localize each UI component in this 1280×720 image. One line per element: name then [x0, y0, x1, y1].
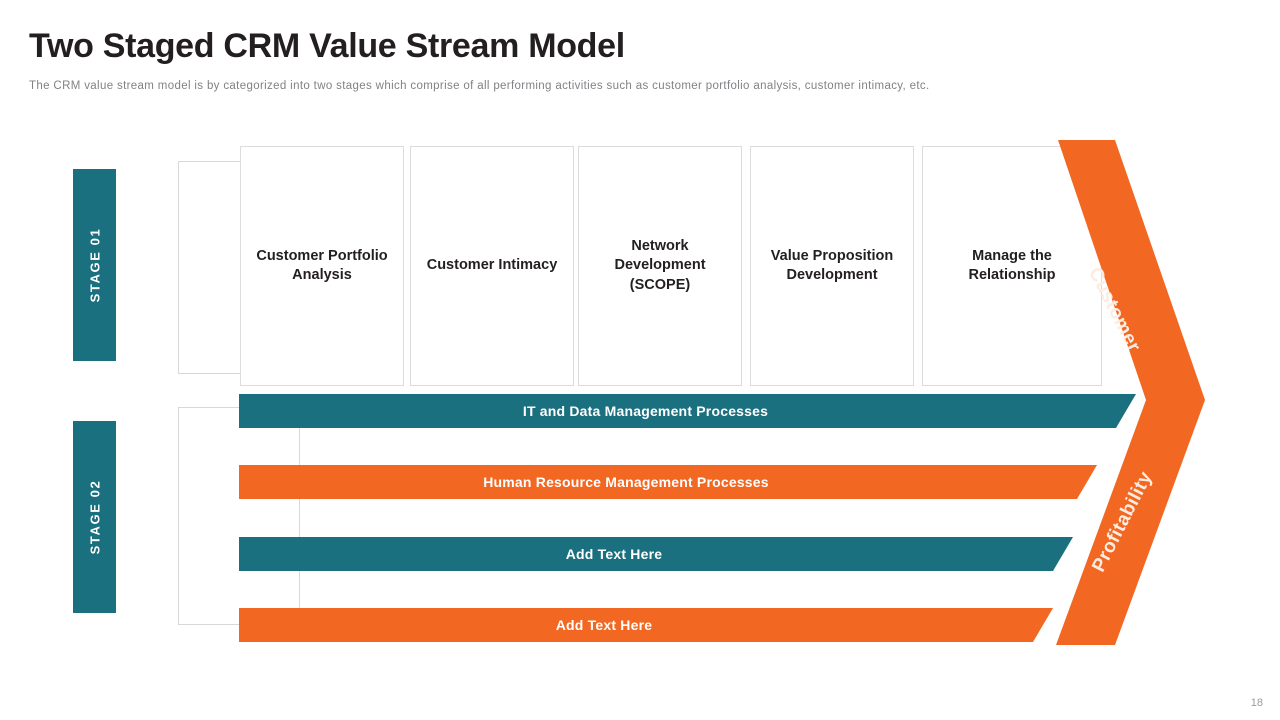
stage-2-placeholder-panel [178, 407, 300, 625]
process-box-network-development[interactable]: Network Development (SCOPE) [578, 146, 742, 386]
process-box-value-proposition-development[interactable]: Value Proposition Development [750, 146, 914, 386]
process-box-customer-intimacy[interactable]: Customer Intimacy [410, 146, 574, 386]
process-box-label: Network Development (SCOPE) [614, 238, 706, 293]
stage-tab-01[interactable]: STAGE 01 [73, 169, 116, 361]
process-bar-label: Add Text Here [555, 617, 653, 633]
process-bar-human-resource-management[interactable]: Human Resource Management Processes [239, 465, 1097, 499]
process-box-label: Customer Intimacy [426, 257, 558, 274]
page-title: Two Staged CRM Value Stream Model [29, 27, 625, 65]
process-bar-label: IT and Data Management Processes [522, 403, 769, 419]
process-bar-add-text-here-2[interactable]: Add Text Here [239, 608, 1053, 642]
process-bar-add-text-here-1[interactable]: Add Text Here [239, 537, 1073, 571]
stage-tab-02[interactable]: STAGE 02 [73, 421, 116, 613]
process-bar-label: Human Resource Management Processes [483, 474, 769, 490]
process-box-label: Customer Portfolio Analysis [256, 247, 388, 283]
page-subtitle: The CRM value stream model is by categor… [29, 80, 930, 92]
process-box-label: Value Proposition Development [770, 247, 894, 283]
stage-1-process-boxes: Customer Portfolio Analysis Customer Int… [240, 146, 1110, 386]
process-bar-it-and-data-management[interactable]: IT and Data Management Processes [239, 394, 1136, 428]
stage-tab-02-label: STAGE 02 [87, 479, 102, 555]
process-box-label: Manage the Relationship [968, 247, 1056, 283]
process-box-customer-portfolio-analysis[interactable]: Customer Portfolio Analysis [240, 146, 404, 386]
page-number: 18 [1250, 697, 1263, 709]
stage-tab-01-label: STAGE 01 [87, 227, 102, 303]
process-box-manage-the-relationship[interactable]: Manage the Relationship [922, 146, 1102, 386]
process-bar-label: Add Text Here [565, 546, 663, 562]
arrow-label-profitability: Profitability [1088, 468, 1157, 576]
